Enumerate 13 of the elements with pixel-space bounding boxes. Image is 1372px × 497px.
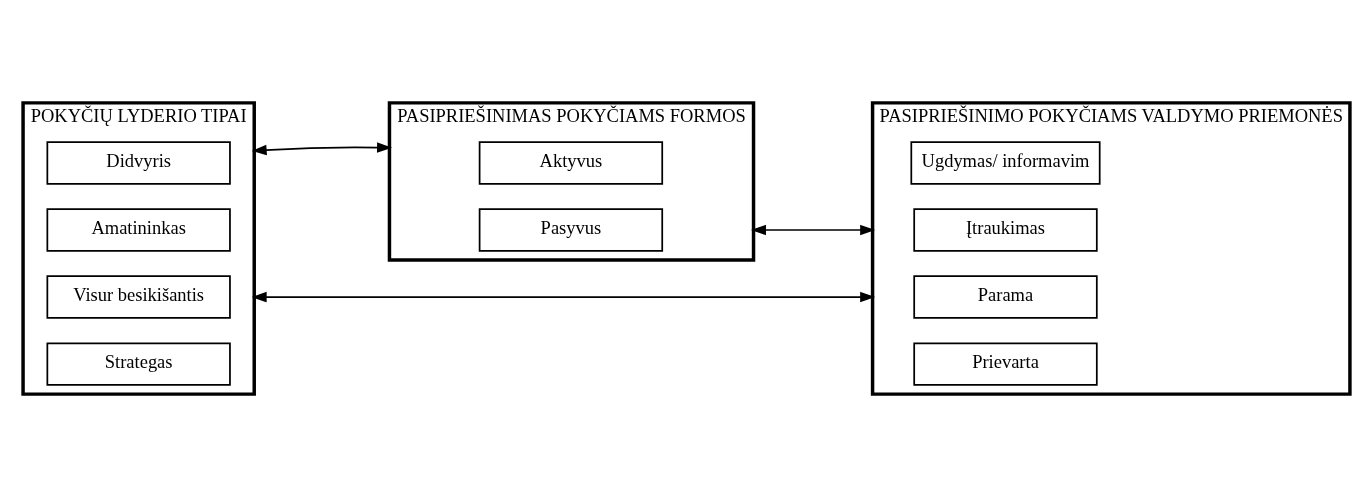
node-box: Didvyris xyxy=(45,141,231,185)
node-box: Prievarta xyxy=(912,342,1098,386)
node-box: Įtraukimas xyxy=(912,208,1098,252)
node-box: Strategas xyxy=(45,342,231,386)
node-box: Pasyvus xyxy=(478,208,663,252)
node-box: Visur besikišantis xyxy=(45,275,231,319)
node-box: Aktyvus xyxy=(478,141,663,185)
node-box: Parama xyxy=(912,275,1098,319)
arrow xyxy=(251,142,392,156)
arrow xyxy=(750,224,875,236)
node-box: Ugdymas/ informavim xyxy=(909,141,1101,185)
arrow xyxy=(251,291,875,303)
node-box: Amatininkas xyxy=(45,208,231,252)
